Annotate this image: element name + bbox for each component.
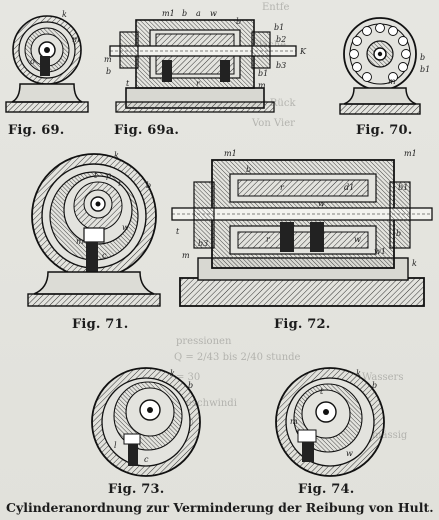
fig72-label: b	[246, 165, 251, 174]
fig72-drawing	[171, 159, 433, 307]
fig73-drawing	[91, 367, 201, 477]
fig74-label: b	[372, 381, 377, 390]
fig72-label: r	[266, 235, 271, 244]
fig69a-label: K	[299, 47, 307, 56]
fig69a-label: t	[126, 79, 130, 88]
fig71-label: p	[106, 171, 111, 180]
bleed-text: eschwindi	[186, 398, 237, 409]
fig70-labels: b b1 m	[388, 53, 430, 86]
fig69-labels: k m o	[30, 10, 80, 66]
fig72-label: m1	[404, 149, 417, 158]
fig70-label: b	[420, 53, 425, 62]
bleed-text: Q = 2/43 bis 2/40 stunde	[174, 352, 301, 363]
fig70-label: b1	[420, 65, 430, 74]
fig69a-label: b1	[258, 69, 268, 78]
fig73-label: l	[114, 441, 117, 450]
fig69a-label: b	[106, 67, 111, 76]
fig74-labels: k b t w m	[290, 369, 377, 458]
fig72-label: m	[182, 251, 190, 260]
fig71-label: t	[94, 171, 98, 180]
fig72-label: r	[280, 183, 285, 192]
bleed-text: = 30	[176, 372, 201, 383]
fig69a-label: b1	[274, 23, 284, 32]
fig69-label: k	[62, 10, 67, 19]
fig72-caption: Fig. 72.	[274, 317, 331, 332]
fig74-caption: Fig. 74.	[298, 482, 355, 497]
fig72-label: b3	[198, 239, 208, 248]
fig71-label: c	[102, 251, 107, 260]
fig69-label: m	[72, 35, 80, 44]
fig74-label: t	[320, 387, 324, 396]
fig72-label: b	[396, 229, 401, 238]
fig69a-label: m	[104, 55, 112, 64]
fig72-label: d1	[344, 183, 354, 192]
fig71-label: k	[114, 151, 119, 160]
fig73-label: c	[144, 455, 149, 464]
fig73-caption: Fig. 73.	[108, 482, 165, 497]
fig72-label: t	[176, 227, 180, 236]
fig72-label: k	[412, 259, 417, 268]
fig69a-label: b3	[276, 61, 286, 70]
fig70-label: m	[388, 77, 396, 86]
fig69a-label: m1	[162, 9, 175, 18]
fig69a-drawing	[109, 19, 297, 113]
fig70-balls	[349, 23, 411, 82]
bleed-text: mässig	[372, 430, 408, 441]
plate-title: Cylinderanordnung zur Verminderung der R…	[6, 500, 434, 515]
fig72-label: w1	[374, 247, 386, 256]
fig69a-label: b2	[276, 35, 286, 44]
fig71-label: b	[146, 181, 151, 190]
fig74-label: w	[346, 449, 353, 458]
fig73-label: k	[170, 369, 175, 378]
fig72-labels: m1 m1 b r d1 b1 w t b3 r w b m w1 k	[176, 149, 417, 268]
fig69-drawing	[5, 15, 89, 113]
fig71-label: m	[76, 237, 84, 246]
fig69a-labels: m1 b a w b K b1 b2 m b b1 r t m b3	[104, 9, 307, 90]
fig69a-label: m	[258, 81, 266, 90]
fig69a-label: b	[236, 17, 241, 26]
fig71-labels: k b t p r w m c	[76, 151, 151, 260]
fig69a-label: b	[182, 9, 187, 18]
fig69a-label: w	[210, 9, 217, 18]
fig73-labels: k b c l	[114, 369, 193, 464]
fig73-label: b	[188, 381, 193, 390]
fig74-label: m	[290, 417, 298, 426]
fig71-label: r	[118, 179, 123, 188]
fig72-label: w	[318, 199, 325, 208]
fig72-label: b1	[398, 183, 408, 192]
fig72-label: m1	[224, 149, 237, 158]
bleed-text: Von Vier	[252, 118, 295, 129]
fig74-drawing	[275, 367, 385, 477]
bleed-text: Entfe	[262, 2, 290, 13]
fig72-label: w	[354, 235, 361, 244]
fig71-drawing	[27, 153, 161, 307]
fig71-caption: Fig. 71.	[72, 317, 129, 332]
fig74-label: k	[356, 369, 361, 378]
fig69a-label: a	[196, 9, 201, 18]
fig69a-label: r	[196, 79, 201, 88]
fig69a-caption: Fig. 69a.	[114, 123, 180, 138]
fig69-label: o	[30, 57, 35, 66]
fig70-caption: Fig. 70.	[356, 123, 413, 138]
fig69-caption: Fig. 69.	[8, 123, 65, 138]
fig70-drawing	[339, 17, 421, 115]
bleed-text: pressionen	[176, 336, 232, 347]
fig71-label: w	[122, 223, 129, 232]
bleed-text: Wassers	[362, 372, 404, 383]
